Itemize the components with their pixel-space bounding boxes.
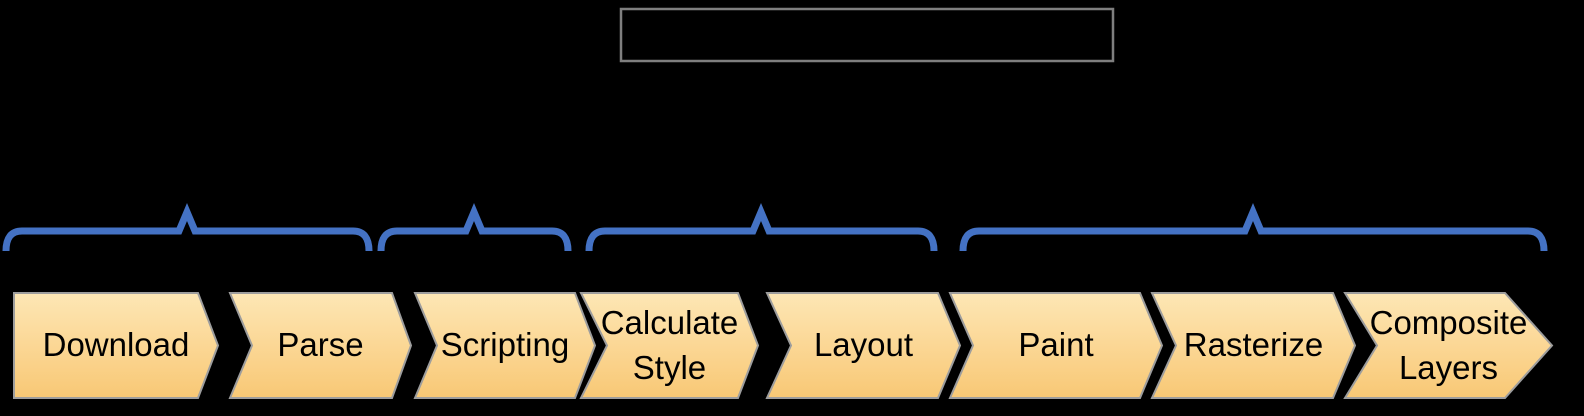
group-brace-download-parse (2, 202, 373, 252)
chevron-download (13, 292, 220, 399)
group-brace-paint-raster-composite (959, 202, 1548, 252)
chevron-scripting (413, 292, 597, 399)
top-box (619, 7, 1115, 63)
chevron-parse (228, 292, 413, 399)
chevron-calculate-style (579, 292, 760, 399)
group-brace-style-layout (585, 202, 938, 252)
chevron-composite-layers (1343, 292, 1554, 399)
chevron-rasterize (1150, 292, 1357, 399)
group-brace-scripting (377, 202, 572, 252)
chevron-paint (948, 292, 1164, 399)
chevron-layout (765, 292, 962, 399)
